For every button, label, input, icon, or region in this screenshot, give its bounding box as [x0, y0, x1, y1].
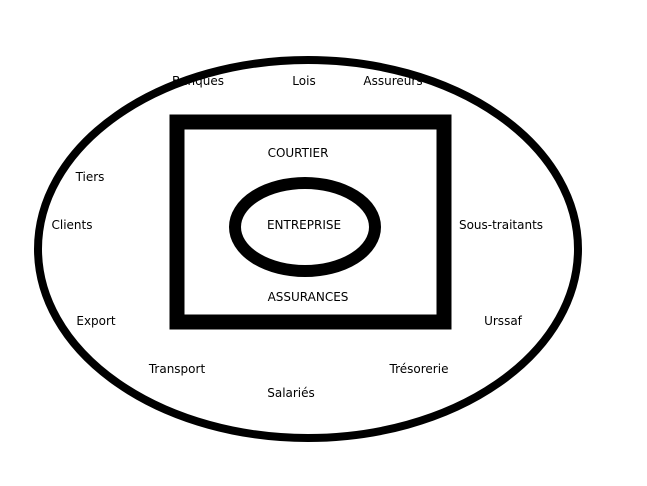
courtier-frame [169, 114, 452, 330]
lois-label: Lois [292, 74, 316, 88]
entreprise-ellipse [229, 177, 381, 277]
export-label: Export [76, 314, 116, 328]
tresorerie-label: Trésorerie [389, 362, 449, 376]
transport-label: Transport [148, 362, 206, 376]
assurances-label: ASSURANCES [267, 290, 349, 304]
urssaf-label: Urssaf [484, 314, 522, 328]
assureurs-label: Assureurs [363, 74, 423, 88]
salaries-label: Salariés [267, 386, 315, 400]
banques-label: Banques [171, 74, 225, 88]
clients-label: Clients [51, 218, 93, 232]
outer-ellipse [34, 56, 582, 442]
courtier-label: COURTIER [267, 146, 329, 160]
tiers-label: Tiers [75, 170, 105, 184]
sous-traitants-label: Sous-traitants [458, 218, 544, 232]
entreprise-label: ENTREPRISE [266, 218, 342, 232]
